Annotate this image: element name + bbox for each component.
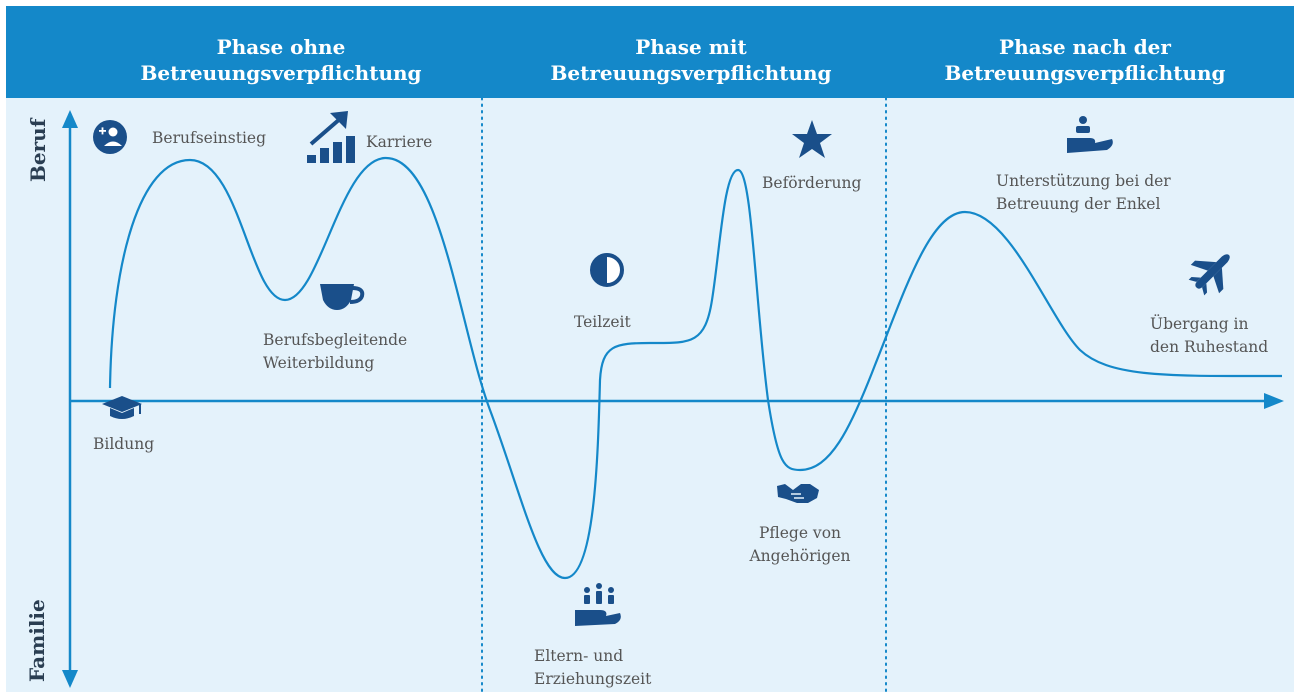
label-weiterbildung-line2: Weiterbildung: [263, 354, 375, 372]
label-ruhestand-line2: den Ruhestand: [1150, 338, 1269, 356]
half-circle-icon: [590, 253, 624, 287]
phase-header-bar: Phase ohne Betreuungsverpflichtung Phase…: [6, 6, 1294, 98]
phase-title-1-line1: Phase ohne: [216, 35, 346, 59]
life-curve: [108, 156, 1283, 580]
phase-title-1-line2: Betreuungsverpflichtung: [140, 61, 422, 85]
label-elternzeit: Eltern- und Erziehungszeit: [534, 645, 651, 691]
label-enkel-line2: Betreuung der Enkel: [996, 195, 1161, 213]
label-enkel: Unterstützung bei der Betreuung der Enke…: [996, 170, 1171, 216]
axis-arrow-right-icon: [1264, 393, 1284, 409]
axis-arrow-down-icon: [62, 670, 78, 688]
label-weiterbildung: Berufsbegleitende Weiterbildung: [263, 329, 407, 375]
star-icon: [792, 120, 832, 158]
label-ruhestand-line1: Übergang in: [1150, 315, 1249, 333]
axis-arrow-up-icon: [62, 110, 78, 128]
phase-title-1: Phase ohne Betreuungsverpflichtung: [86, 34, 476, 86]
label-berufseinstieg: Berufseinstieg: [152, 129, 266, 147]
handshake-icon: [777, 484, 819, 503]
label-weiterbildung-line1: Berufsbegleitende: [263, 331, 408, 349]
airplane-icon: [1188, 254, 1230, 296]
label-befoerderung: Beförderung: [762, 174, 862, 192]
phase-title-3-line2: Betreuungsverpflichtung: [944, 61, 1226, 85]
family-hand-icon: [575, 583, 621, 626]
phase-title-3-line1: Phase nach der: [999, 35, 1171, 59]
label-elternzeit-line2: Erziehungszeit: [534, 670, 652, 688]
growth-chart-icon: [307, 111, 355, 163]
axis-label-beruf: Beruf: [26, 118, 50, 182]
label-pflege: Pflege von Angehörigen: [742, 522, 858, 568]
phase-title-3: Phase nach der Betreuungsverpflichtung: [890, 34, 1280, 86]
phase-title-2-line2: Betreuungsverpflichtung: [550, 61, 832, 85]
diagram-area: [6, 98, 1294, 692]
phase-title-2: Phase mit Betreuungsverpflichtung: [496, 34, 886, 86]
label-enkel-line1: Unterstützung bei der: [996, 172, 1171, 190]
label-karriere: Karriere: [366, 133, 433, 151]
label-ruhestand: Übergang in den Ruhestand: [1150, 313, 1268, 359]
coffee-cup-icon: [320, 284, 365, 310]
graduation-cap-icon: [102, 396, 142, 419]
hand-care-icon: [1067, 116, 1113, 153]
label-pflege-line2: Angehörigen: [749, 547, 851, 565]
label-pflege-line1: Pflege von: [758, 524, 842, 542]
phase-title-2-line1: Phase mit: [635, 35, 747, 59]
label-elternzeit-line1: Eltern- und: [534, 647, 624, 665]
label-teilzeit: Teilzeit: [574, 313, 631, 331]
axis-label-familie: Familie: [25, 599, 49, 682]
label-bildung: Bildung: [93, 435, 155, 453]
person-add-icon: [93, 120, 127, 154]
